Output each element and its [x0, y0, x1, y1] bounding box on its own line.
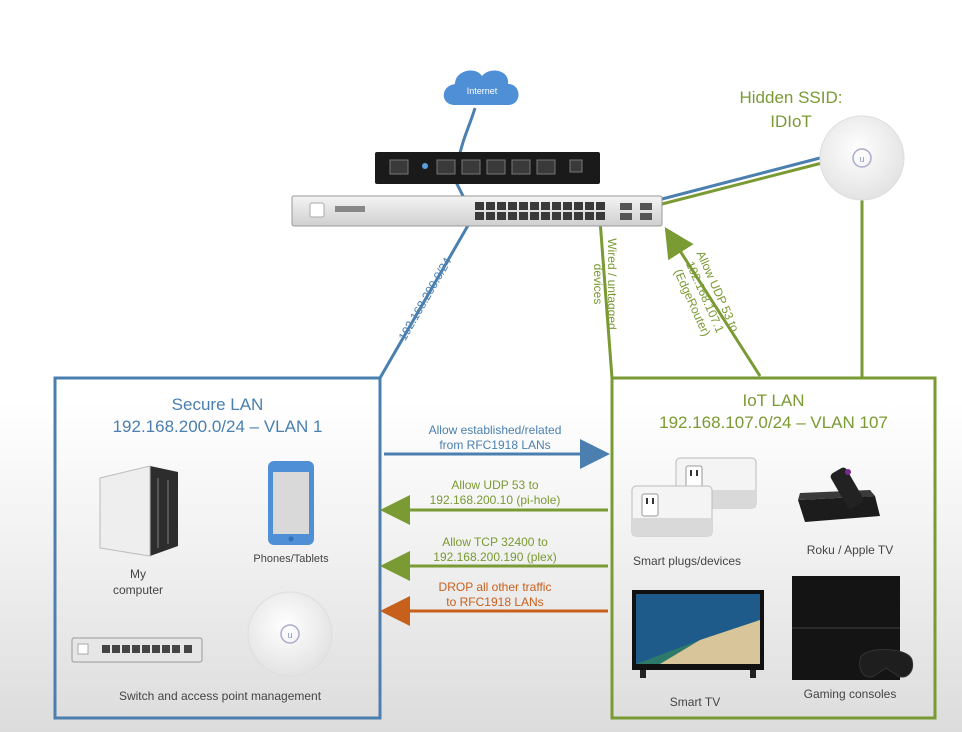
switch-port — [552, 212, 561, 220]
game-console-icon — [792, 576, 914, 680]
rule-drop: DROP all other traffic to RFC1918 LANs — [390, 580, 600, 610]
hidden-ssid-line2: IDIoT — [770, 112, 812, 131]
consoles-caption: Gaming consoles — [803, 687, 897, 701]
iot-lan-name: IoT LAN — [742, 391, 805, 410]
cloud-icon — [443, 70, 519, 105]
rule-pihole-line1: Allow UDP 53 to — [451, 478, 539, 492]
wired-devices-line2: devices — [591, 263, 605, 305]
rule-drop-line1: DROP all other traffic — [438, 580, 552, 594]
wired-devices-line1: Wired / untagged — [605, 238, 619, 330]
management-ap-icon: u — [247, 591, 333, 677]
iot-lan-subnet: 192.168.107.0/24 – VLAN 107 — [659, 413, 888, 432]
tv-caption: Smart TV — [669, 695, 721, 709]
switch-port — [585, 212, 594, 220]
switch-icon — [291, 195, 663, 227]
hidden-ssid-line1: Hidden SSID: — [739, 88, 843, 107]
computer-caption: My computer — [98, 566, 178, 598]
switch-port — [519, 202, 528, 210]
secure-lan-subnet: 192.168.200.0/24 – VLAN 1 — [112, 417, 323, 436]
ap-trunk-green — [661, 161, 823, 206]
switch-port — [508, 202, 517, 210]
ap-trunk-blue — [661, 156, 821, 201]
rule-established-line1: Allow established/related — [428, 423, 562, 437]
switch-port — [574, 202, 583, 210]
iot-lan-box — [610, 376, 937, 720]
computer-caption-line2: computer — [112, 583, 164, 597]
computer-icon — [99, 465, 178, 557]
rule-established: Allow established/related from RFC1918 L… — [390, 423, 600, 453]
smart-plug-icon — [631, 457, 757, 537]
wired-iot-link — [598, 219, 614, 379]
switch-port — [596, 202, 605, 210]
switch-port — [519, 212, 528, 220]
switch-port — [541, 202, 550, 210]
rule-established-line2: from RFC1918 LANs — [439, 438, 551, 452]
rule-plex: Allow TCP 32400 to 192.168.200.190 (plex… — [390, 535, 600, 565]
rule-drop-line2: to RFC1918 LANs — [446, 595, 544, 609]
internet-label: Internet — [466, 86, 498, 96]
switch-port — [497, 202, 506, 210]
switch-port — [563, 212, 572, 220]
tv-icon — [632, 590, 764, 678]
dns-arrow — [664, 226, 762, 377]
switch-port — [475, 202, 484, 210]
wired-devices-label: Wired / untagged devices — [591, 229, 619, 339]
phones-caption: Phones/Tablets — [253, 553, 329, 565]
small-switch-icon — [71, 637, 203, 663]
switch-port — [596, 212, 605, 220]
switch-port — [475, 212, 484, 220]
hidden-ssid-label: Hidden SSID: IDIoT — [716, 86, 866, 134]
secure-lan-link — [378, 221, 472, 379]
switch-port — [508, 212, 517, 220]
management-caption: Switch and access point management — [118, 689, 322, 703]
rule-plex-line2: 192.168.200.190 (plex) — [433, 550, 557, 564]
computer-caption-line1: My — [130, 567, 146, 581]
rule-pihole-line2: 192.168.200.10 (pi-hole) — [429, 493, 561, 507]
secure-lan-title: Secure LAN 192.168.200.0/24 – VLAN 1 — [55, 394, 380, 438]
switch-port — [552, 202, 561, 210]
switch-port — [541, 212, 550, 220]
access-point-icon: u — [819, 115, 905, 201]
switch-port — [497, 212, 506, 220]
router-icon — [375, 152, 600, 184]
svg-text:u: u — [287, 630, 292, 640]
switch-port — [530, 202, 539, 210]
switch-port — [585, 202, 594, 210]
switch-port — [563, 202, 572, 210]
secure-lan-box — [53, 376, 382, 720]
plugs-caption: Smart plugs/devices — [632, 554, 742, 568]
switch-port — [530, 212, 539, 220]
iot-lan-title: IoT LAN 192.168.107.0/24 – VLAN 107 — [612, 390, 935, 434]
roku-caption: Roku / Apple TV — [806, 543, 894, 557]
phone-icon — [268, 461, 314, 545]
roku-icon — [798, 467, 880, 522]
switch-port — [486, 202, 495, 210]
rule-pihole: Allow UDP 53 to 192.168.200.10 (pi-hole) — [390, 478, 600, 508]
switch-port — [486, 212, 495, 220]
secure-lan-name: Secure LAN — [171, 395, 264, 414]
switch-port — [574, 212, 583, 220]
svg-text:u: u — [859, 154, 864, 164]
rule-plex-line1: Allow TCP 32400 to — [442, 535, 548, 549]
